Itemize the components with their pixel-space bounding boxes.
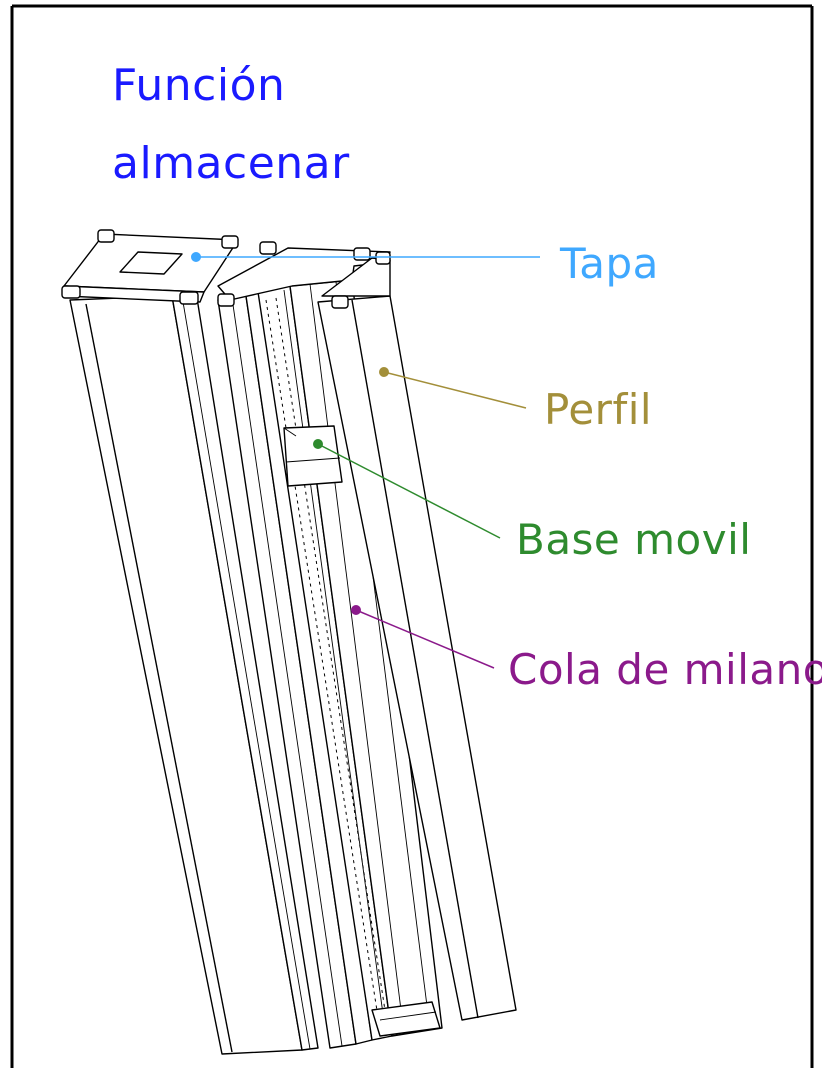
callout-cola-de-milano: Cola de milano [351,605,822,694]
leader-line [383,371,527,409]
profile-right [317,295,517,1021]
storage-assembly-drawing [61,229,517,1055]
callout-base-movil: Base movil [313,439,751,564]
title-line-1: Función [112,60,285,111]
callout-label: Tapa [559,239,659,288]
leader-dot [379,367,389,377]
leader-dot [313,439,323,449]
profile-top-frame [217,241,391,309]
callout-tapa: Tapa [191,239,659,288]
lid-part [61,229,239,305]
drawing-frame [10,4,814,1068]
callout-label: Cola de milano [508,645,822,694]
leader-line [355,609,495,669]
callout-label: Base movil [516,515,751,564]
callout-label: Perfil [544,385,652,434]
leader-dot [351,605,361,615]
leader-line [317,443,501,539]
callout-perfil: Perfil [379,367,652,434]
title-line-2: almacenar [112,138,350,189]
leader-dot [191,252,201,262]
profile-left [69,291,319,1055]
movable-base-part [283,425,343,487]
